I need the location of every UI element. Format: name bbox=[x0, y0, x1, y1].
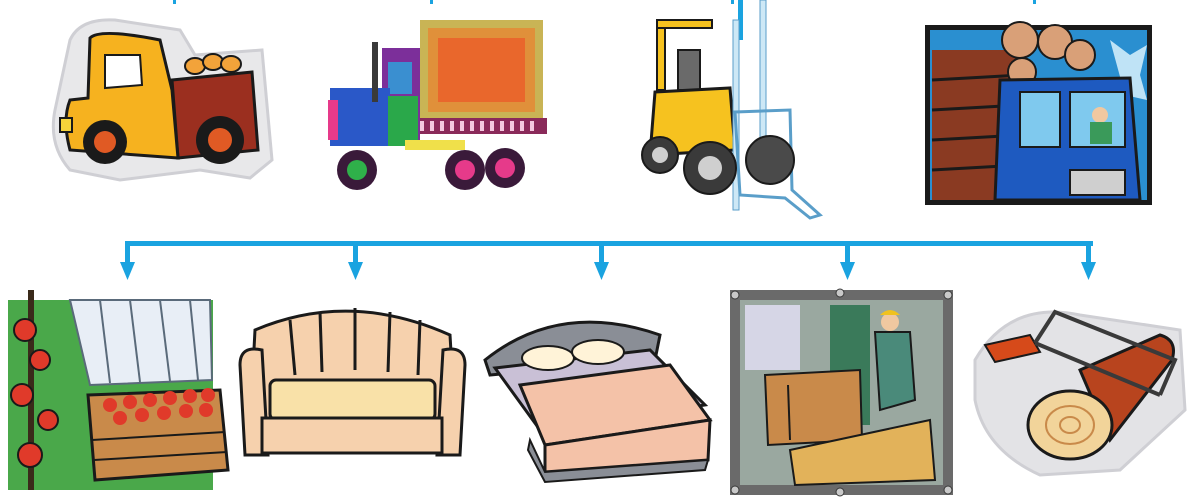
sofa-icon bbox=[240, 308, 465, 455]
drop-arrow-2 bbox=[348, 241, 363, 280]
dump-truck-icon bbox=[53, 20, 272, 180]
cargo-truck-icon bbox=[328, 20, 547, 190]
drop-arrow-4 bbox=[840, 241, 855, 280]
saw-log-icon bbox=[975, 312, 1185, 475]
forklift-icon bbox=[642, 0, 820, 218]
horizontal-connector bbox=[125, 241, 1093, 246]
tomato-greenhouse-icon bbox=[8, 290, 228, 490]
warehouse-worker-boxes-icon bbox=[730, 289, 953, 496]
top-arrow-stub-3 bbox=[731, 0, 734, 4]
logging-truck-icon bbox=[925, 22, 1152, 205]
drop-arrow-5 bbox=[1081, 241, 1096, 280]
top-arrow-stub-1 bbox=[173, 0, 176, 4]
top-arrow-stub-4 bbox=[1033, 0, 1036, 4]
drop-arrow-1 bbox=[120, 241, 135, 280]
bed-icon bbox=[485, 322, 710, 482]
top-arrow-stub-2 bbox=[430, 0, 433, 4]
drop-arrow-3 bbox=[594, 241, 609, 280]
